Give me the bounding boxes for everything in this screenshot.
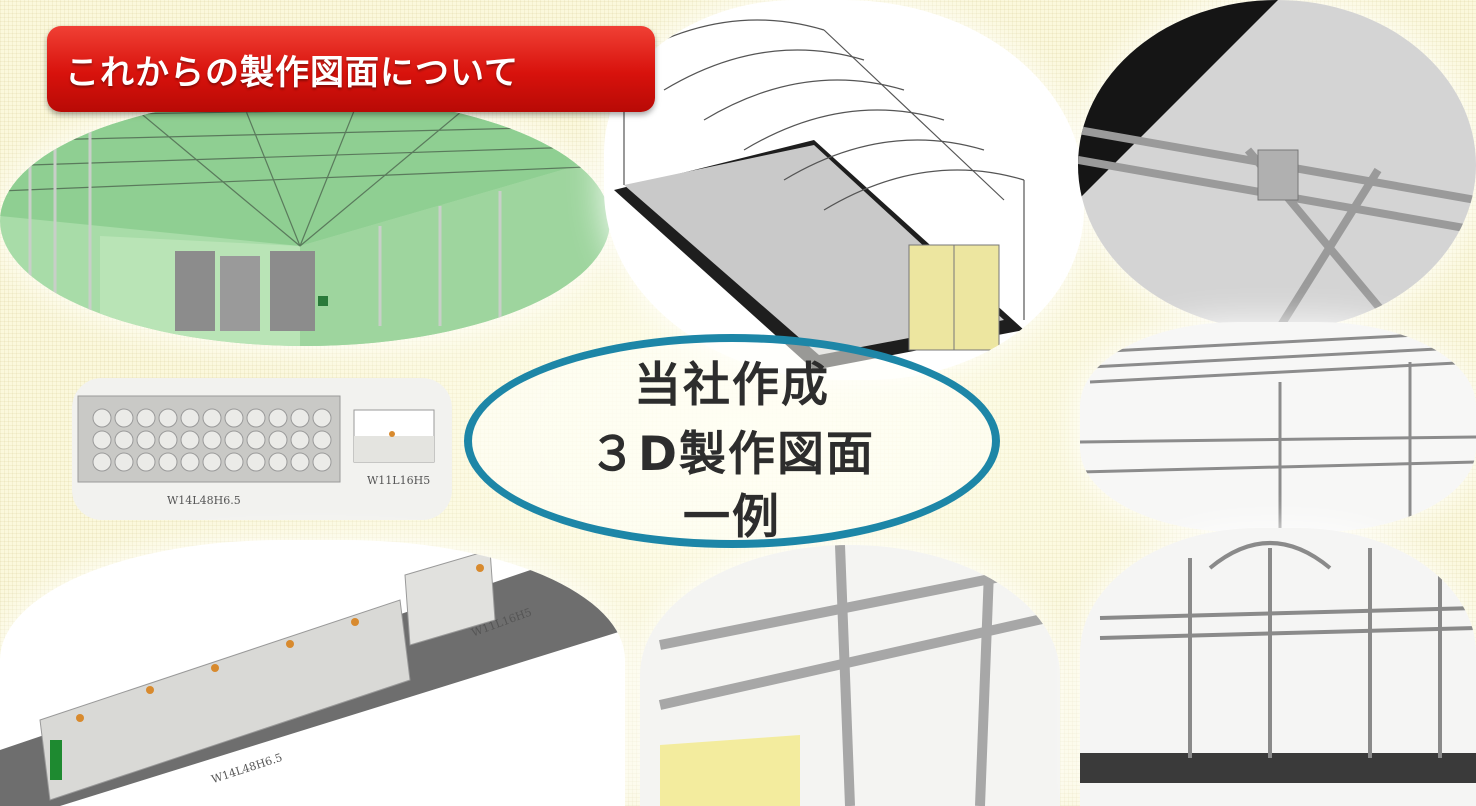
purlin-frame-image (1080, 322, 1476, 532)
beam-closeup-image (640, 545, 1060, 806)
frame-isometric-image (604, 0, 1084, 380)
side-truss-image (1080, 528, 1476, 806)
truss-closeup-image (1078, 0, 1476, 330)
center-label-line1: 当社作成 (634, 358, 830, 413)
title-banner: これからの製作図面について (47, 26, 655, 112)
center-label-line3: 一例 (683, 490, 781, 545)
plan-drawing-image: W14L48H6.5 W11L16H5 (72, 378, 452, 520)
center-callout-ellipse (464, 334, 1000, 548)
interior-render-image (0, 96, 610, 346)
site-isometric-image: W11L16H5 W14L48H6.5 (0, 540, 625, 806)
page-title: これからの製作図面について (65, 52, 519, 93)
plan-small-label: W11L16H5 (367, 474, 431, 487)
center-label-line2: ３D製作図面 (588, 427, 875, 482)
plan-large-label: W14L48H6.5 (167, 494, 241, 507)
